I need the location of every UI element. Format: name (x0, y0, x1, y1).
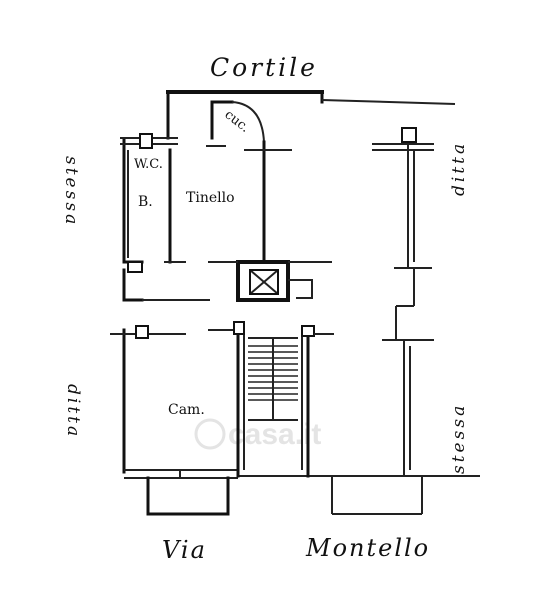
label-cam: Cam. (168, 402, 205, 418)
label-via: Via (162, 536, 207, 564)
label-bath: B. (138, 194, 153, 210)
interior-walls (127, 100, 334, 478)
label-wc: W.C. (134, 157, 163, 172)
label-montello: Montello (305, 534, 430, 562)
staircase (248, 337, 298, 421)
label-stessa-upper: stessa (61, 156, 81, 227)
label-ditta-upper: ditta (449, 141, 469, 196)
label-cuc: cuc. (222, 107, 253, 135)
label-tinello: Tinello (186, 190, 235, 206)
label-cortile: Cortile (210, 53, 318, 82)
label-stessa-lower: stessa (449, 403, 469, 474)
label-ditta-lower: ditta (63, 384, 83, 439)
